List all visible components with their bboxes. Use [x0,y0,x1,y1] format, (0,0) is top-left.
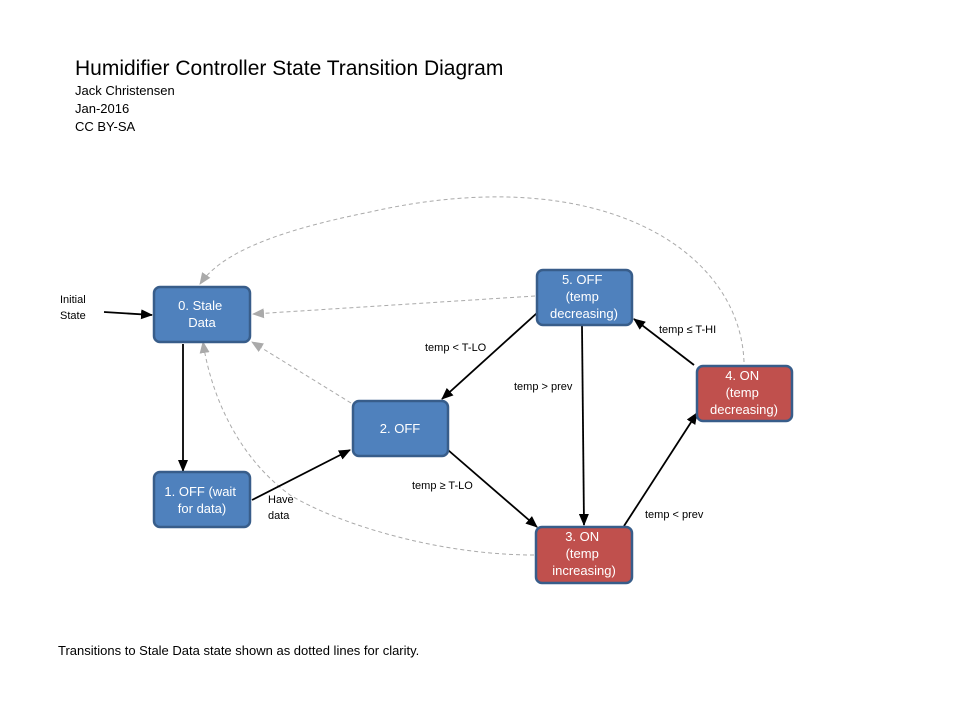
label-s5-s3: temp > prev [514,381,573,393]
diagram-header: Humidifier Controller State Transition D… [75,56,503,136]
state-box [535,268,634,327]
state-box [152,470,252,529]
footnote: Transitions to Stale Data state shown as… [58,643,420,658]
state-box [695,364,794,423]
state-5-off-decreasing: 5. OFF (temp decreasing) [535,268,634,327]
stale-edge-s4-s0 [199,196,745,363]
state-label: 4. ON (temp decreasing) [710,368,778,417]
state-label: 2. OFF [380,421,421,436]
stale-edge-s5-s0 [252,295,536,319]
state-1-off-wait: 1. OFF (wait for data) [152,470,252,529]
state-box [351,399,450,458]
label-initial-state: Initial State [60,294,89,322]
state-box [152,285,252,344]
state-label: 5. OFF (temp decreasing) [550,272,618,321]
edge-s5-s2 [441,312,538,400]
edge-s3-s4 [623,412,698,527]
label-s3-s4: temp < prev [645,509,704,521]
date: Jan-2016 [75,101,130,116]
label-s2-s3: temp ≥ T-LO [412,480,473,492]
stale-transitions [199,196,745,556]
label-s4-s5: temp ≤ T-HI [659,324,716,336]
edge-s2-s3 [447,449,538,528]
edge-s1-s2 [251,449,351,501]
license: CC BY-SA [75,119,136,134]
label-have-data: Have data [268,494,297,522]
state-4-on-decreasing: 4. ON (temp decreasing) [695,364,794,423]
state-box [534,525,634,585]
stale-edge-s3-s0 [199,341,535,556]
label-s5-s2: temp < T-LO [425,342,487,354]
author: Jack Christensen [75,83,175,98]
edge-s5-s3 [578,325,589,526]
state-label: 0. Stale Data [178,298,226,330]
state-label: 3. ON (temp increasing) [552,529,616,578]
transitions [103,309,698,528]
edge-initial [103,309,153,320]
edge-s4-s5 [633,318,695,366]
diagram-title: Humidifier Controller State Transition D… [75,57,504,80]
state-0-stale-data: 0. Stale Data [152,285,252,344]
state-2-off: 2. OFF [351,399,450,458]
stale-edge-s2-s0 [251,341,352,404]
state-label: 1. OFF (wait for data) [164,484,239,516]
state-3-on-increasing: 3. ON (temp increasing) [534,525,634,585]
